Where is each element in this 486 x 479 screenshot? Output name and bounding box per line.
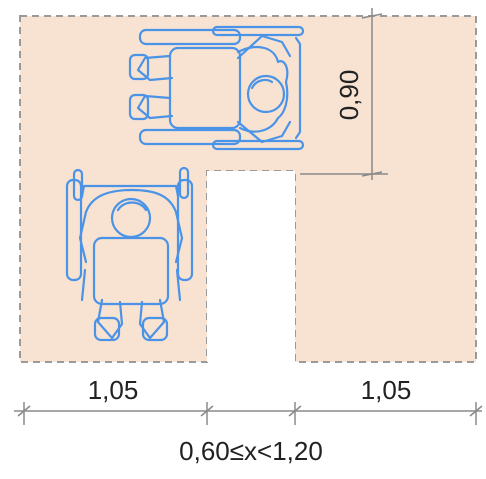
circulation-area [19, 15, 477, 363]
dimension-left-label: 1,05 [88, 375, 139, 405]
dimension-height-label: 0,90 [334, 70, 364, 121]
dimension-width-line [14, 402, 483, 425]
dimension-gap-label: 0,60≤x<1,20 [179, 436, 323, 466]
gap-space [207, 171, 295, 362]
dimension-right-label: 1,05 [361, 375, 412, 405]
wheelchair-user-top-icon [128, 25, 305, 151]
dimension-height [300, 8, 388, 180]
wheelchair-user-left-icon [65, 166, 194, 342]
